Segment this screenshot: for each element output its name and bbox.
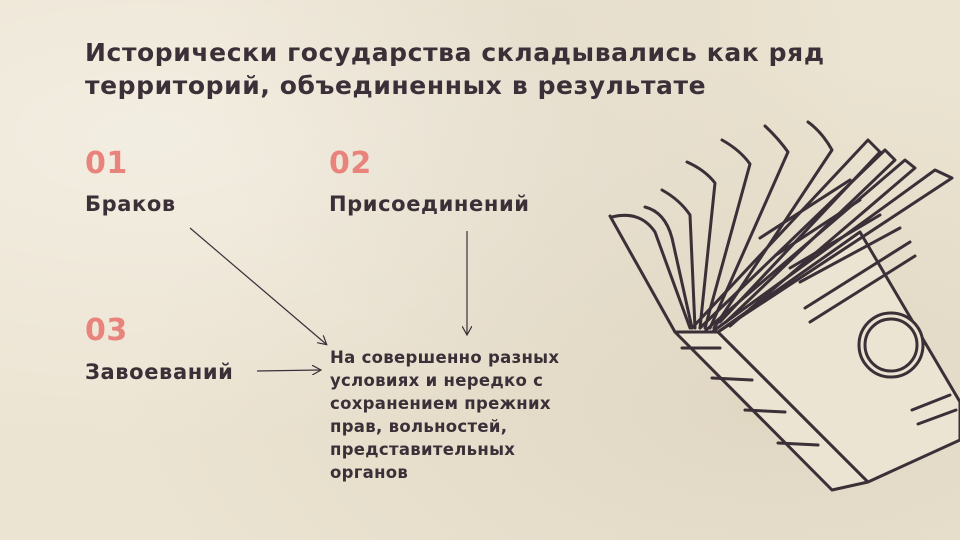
item-number-03: 03 [85,313,128,348]
arrow-icon [256,370,320,371]
item-label-annexations: Присоединений [329,192,530,216]
description-text: На совершенно разных условиях и нередко … [330,348,560,482]
item-label-conquests: Завоеваний [85,360,234,384]
arrow-icon [189,227,326,344]
item-label-marriages: Браков [85,192,176,216]
item-number-02: 02 [329,146,372,181]
item-number-01: 01 [85,146,128,181]
slide-title: Исторически государства складывались как… [85,38,825,100]
